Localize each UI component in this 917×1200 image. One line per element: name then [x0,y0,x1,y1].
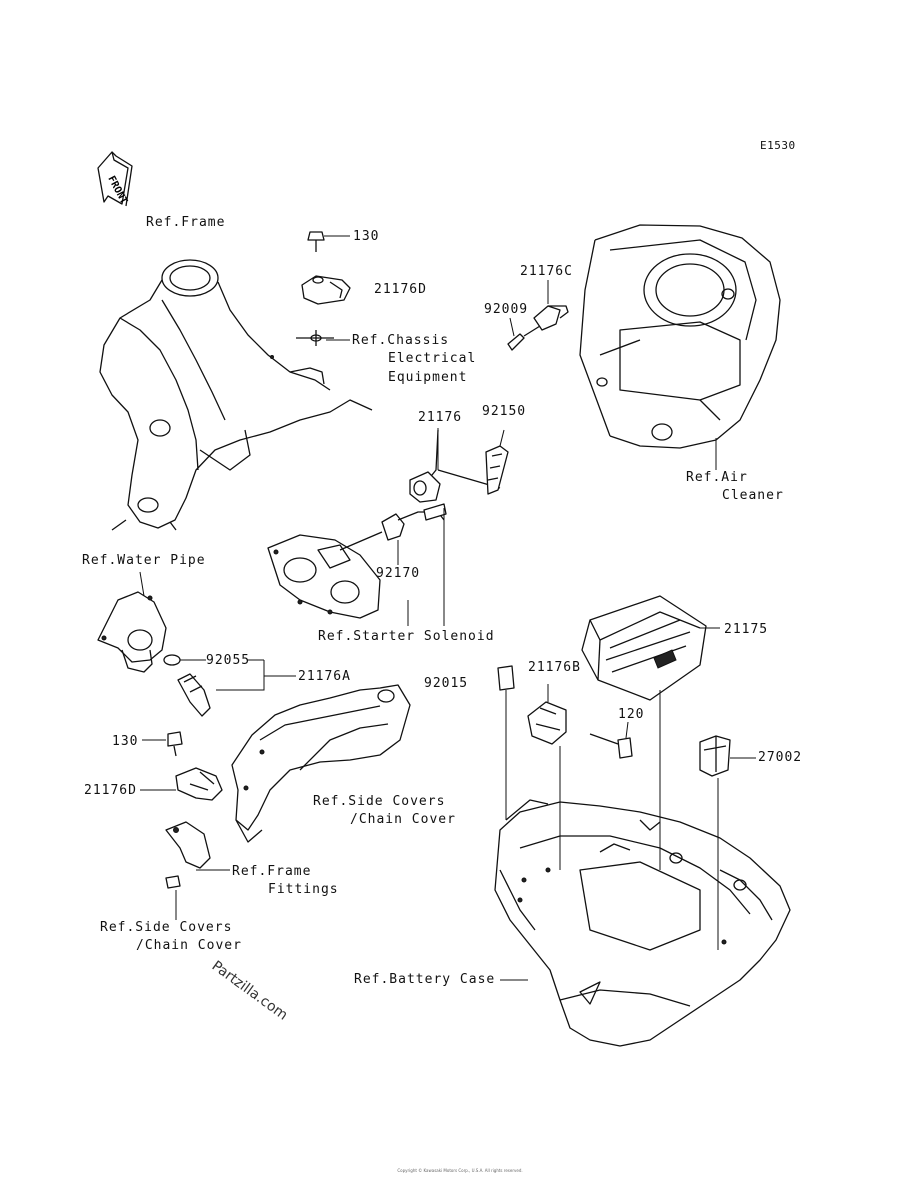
label-ref-frame-fittings-1: Ref.Frame [232,864,312,879]
label-ref-starter: Ref.Starter Solenoid [318,629,495,644]
label-ref-side-1: Ref.Side Covers [313,794,446,809]
label-ref-frame-fittings-2: Fittings [268,882,339,897]
label-92055: 92055 [206,653,251,668]
label-ref-air-1: Ref.Air [686,470,748,485]
label-27002: 27002 [758,750,803,765]
label-ref-water-pipe: Ref.Water Pipe [82,553,206,568]
starter-housing-drawing [267,508,445,626]
label-21176D-top: 21176D [374,282,427,297]
bolt-130-bottom [142,731,183,757]
label-ref-side-bottom-2: /Chain Cover [136,938,242,953]
sensor-21176D-bottom [140,767,223,801]
label-ref-battery: Ref.Battery Case [354,972,496,987]
clamp-92170 [381,503,447,565]
figure-code: E1530 [760,139,796,152]
label-ref-side-2: /Chain Cover [350,812,456,827]
sensor-21176C [507,280,569,351]
label-21176: 21176 [418,410,463,425]
label-ref-air-2: Cleaner [722,488,784,503]
label-21176A: 21176A [298,669,351,684]
sensor-21176 [409,428,509,503]
water-pipe-drawing [97,571,167,673]
label-ref-chassis-1: Ref.Chassis [352,333,450,348]
label-130-bottom: 130 [112,734,139,749]
label-21176B: 21176B [528,660,581,675]
copyright-text: Copyright © Kawasaki Motors Corp., U.S.A… [397,1168,523,1173]
label-130-top: 130 [353,229,380,244]
frame-fittings-drawing [165,821,230,920]
battery-case-drawing [494,690,791,1047]
relay-27002 [699,735,756,950]
label-21176C: 21176C [520,264,573,279]
chain-cover-drawing [231,684,411,843]
front-arrow-icon: FRONT [97,151,133,207]
label-92170: 92170 [376,566,421,581]
bolt-130-top [307,231,350,252]
air-cleaner-drawing [579,224,781,470]
sensor-21176B [497,665,633,870]
label-ref-side-bottom-1: Ref.Side Covers [100,920,233,935]
frame-drawing [99,259,373,531]
label-ref-chassis-3: Equipment [388,370,468,385]
ecu-21175 [581,595,720,701]
label-21175: 21175 [724,622,769,637]
label-92150: 92150 [482,404,527,419]
label-ref-chassis-2: Electrical [388,351,477,366]
sensor-21176D-top [296,275,351,346]
label-92015: 92015 [424,676,469,691]
label-120: 120 [618,707,645,722]
label-92009: 92009 [484,302,529,317]
sensor-21176A [163,654,296,717]
label-21176D-bottom: 21176D [84,783,137,798]
label-ref-frame: Ref.Frame [146,215,226,230]
